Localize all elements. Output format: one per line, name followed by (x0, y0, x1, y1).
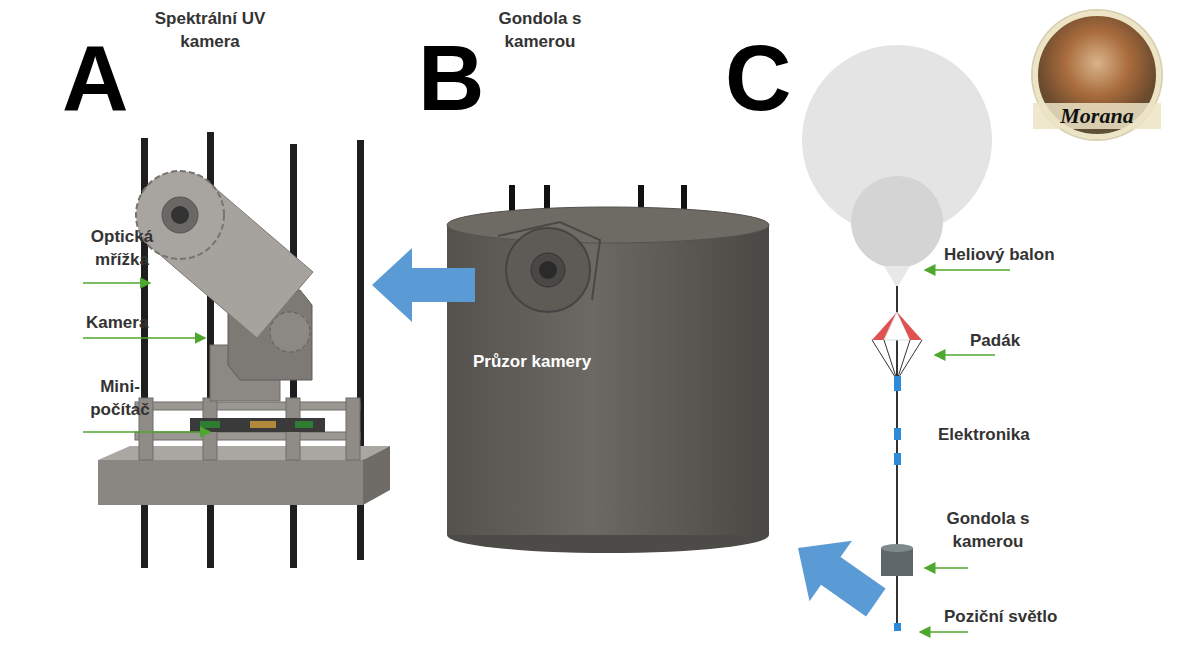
shroud-lines (872, 340, 922, 380)
grating-aperture (162, 197, 198, 233)
electronics-unit (894, 376, 901, 391)
base-front (98, 460, 363, 505)
gondola-mini (881, 548, 913, 576)
grating-aperture (171, 206, 189, 224)
logo-badge: Morana (1033, 11, 1161, 139)
part-label: Elektronika (938, 424, 1030, 447)
part-label: Heliový balon (944, 244, 1055, 267)
camera-port-lens (539, 261, 557, 279)
zoom-arrow (372, 248, 475, 322)
panel-letter: C (725, 32, 791, 124)
camera-port-lens (531, 253, 565, 287)
position-light (894, 623, 901, 631)
gondola-cylinder: Průzor kamery (447, 207, 770, 553)
parachute (897, 312, 922, 340)
balloon-neck (884, 266, 910, 288)
leader-line (83, 282, 150, 284)
part-label: Mini- počítač (80, 376, 160, 422)
mini-computer-board (190, 418, 325, 432)
leader-line (925, 269, 1010, 271)
panel-letter: B (418, 32, 484, 124)
part-label: Gondola s kamerou (938, 508, 1038, 554)
gondola-top (447, 207, 769, 243)
board-chip (250, 421, 276, 428)
camera-ring (270, 312, 310, 352)
leader-line (83, 431, 210, 433)
board-chip (200, 421, 220, 428)
leader-line (925, 567, 968, 569)
gondola-mini-top (881, 544, 913, 552)
platform-plate (135, 432, 360, 440)
part-label: Padák (970, 330, 1020, 353)
node-text: Průzor kamery (473, 352, 591, 372)
balloon-inner (851, 176, 943, 268)
part-label: Poziční světlo (944, 606, 1057, 629)
electronics-unit (894, 428, 901, 440)
camera-port (506, 228, 590, 312)
grating-tube (152, 182, 313, 338)
part-label: Kamera (86, 312, 148, 335)
panel-letter: A (62, 32, 128, 124)
platform-plate (135, 402, 360, 410)
zoom-arrow (777, 518, 897, 633)
platform-pillar (346, 398, 360, 460)
panel-title: Spektrální UV kamera (145, 8, 275, 54)
logo-text: Morana (1033, 103, 1161, 129)
panel-title: Gondola s kamerou (490, 8, 590, 54)
board-chip (295, 421, 313, 428)
electronics-unit (894, 453, 901, 465)
leader-line (83, 337, 205, 339)
base-side (363, 446, 390, 505)
leader-line (935, 354, 995, 356)
part-label: Optická mřížka (78, 226, 166, 272)
gondola-body (447, 225, 769, 535)
leader-line (920, 631, 968, 633)
